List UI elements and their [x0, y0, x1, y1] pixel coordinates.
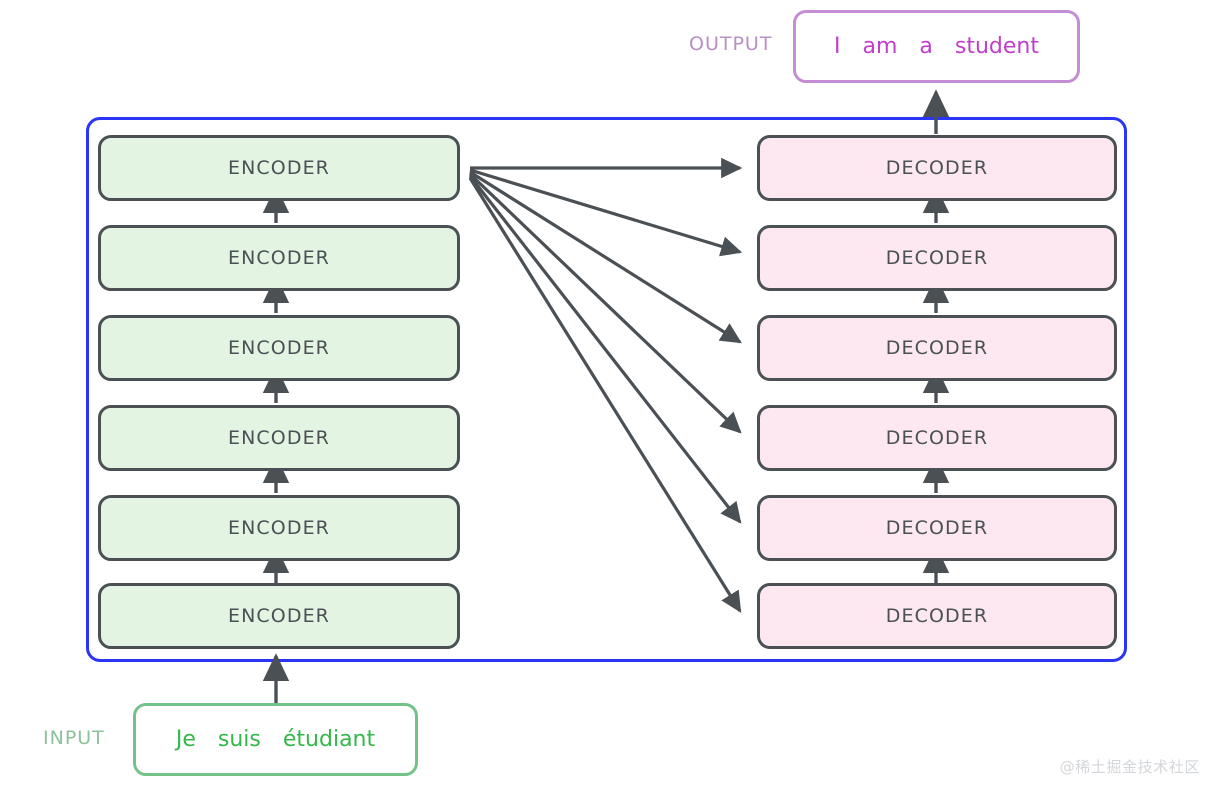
encoder-block-label: ENCODER	[228, 517, 330, 539]
input-sequence-box[interactable]: Je suis étudiant	[133, 703, 418, 776]
input-token: Je	[175, 727, 196, 752]
encoder-block-1[interactable]: ENCODER	[98, 135, 460, 201]
output-label: OUTPUT	[689, 33, 773, 55]
decoder-block-label: DECODER	[885, 157, 989, 179]
encoder-block-2[interactable]: ENCODER	[98, 225, 460, 291]
decoder-block-2[interactable]: DECODER	[757, 225, 1117, 291]
decoder-block-6[interactable]: DECODER	[757, 583, 1117, 649]
encoder-block-label: ENCODER	[228, 247, 330, 269]
decoder-block-3[interactable]: DECODER	[757, 315, 1117, 381]
encoder-block-label: ENCODER	[228, 427, 330, 449]
encoder-block-3[interactable]: ENCODER	[98, 315, 460, 381]
encoder-block-label: ENCODER	[228, 157, 330, 179]
output-token: am	[862, 34, 898, 59]
decoder-block-label: DECODER	[885, 337, 989, 359]
transformer-container	[86, 117, 1127, 662]
decoder-block-label: DECODER	[885, 427, 989, 449]
input-token: suis	[217, 727, 261, 752]
output-token: student	[954, 34, 1039, 59]
encoder-block-4[interactable]: ENCODER	[98, 405, 460, 471]
input-token: étudiant	[282, 727, 376, 752]
decoder-block-4[interactable]: DECODER	[757, 405, 1117, 471]
decoder-block-5[interactable]: DECODER	[757, 495, 1117, 561]
output-sequence-box[interactable]: I am a student	[793, 10, 1080, 83]
encoder-block-5[interactable]: ENCODER	[98, 495, 460, 561]
encoder-block-label: ENCODER	[228, 337, 330, 359]
encoder-block-6[interactable]: ENCODER	[98, 583, 460, 649]
decoder-block-1[interactable]: DECODER	[757, 135, 1117, 201]
decoder-block-label: DECODER	[885, 517, 989, 539]
decoder-block-label: DECODER	[885, 605, 989, 627]
watermark: @稀土掘金技术社区	[1059, 758, 1200, 776]
input-label: INPUT	[43, 727, 105, 749]
output-token: a	[919, 34, 933, 59]
encoder-block-label: ENCODER	[228, 605, 330, 627]
decoder-block-label: DECODER	[885, 247, 989, 269]
output-token: I	[833, 34, 841, 59]
